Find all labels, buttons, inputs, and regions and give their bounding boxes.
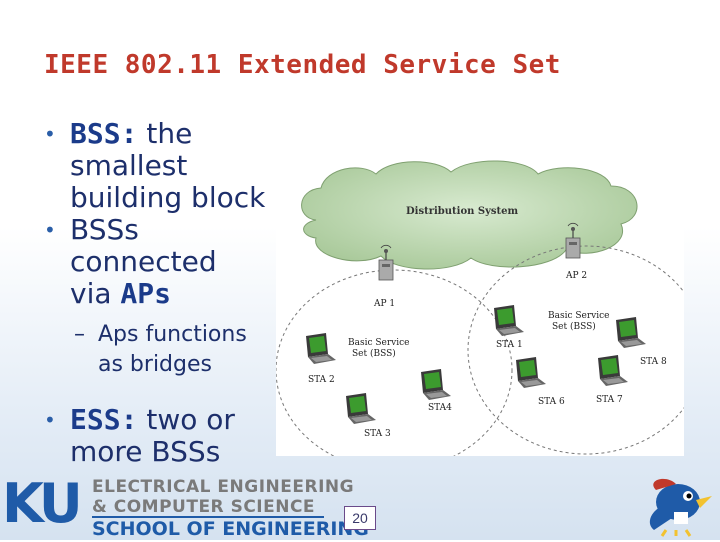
bullet-dot-icon: • bbox=[44, 408, 56, 432]
cloud-icon bbox=[301, 160, 638, 270]
station-label: STA 7 bbox=[596, 395, 623, 405]
bullet-text: the bbox=[137, 117, 193, 150]
slide-title: IEEE 802.11 Extended Service Set bbox=[44, 50, 561, 80]
laptop-icon bbox=[421, 369, 451, 400]
station-label: STA 3 bbox=[364, 429, 391, 439]
bullet-dot-icon: • bbox=[44, 218, 56, 242]
dept-line-2: & COMPUTER SCIENCE bbox=[92, 497, 316, 517]
sub-bullet-bridges: – Aps functions as bridges bbox=[44, 320, 294, 380]
bullet-text: two or bbox=[137, 403, 235, 436]
bss-left-label-2: Set (BSS) bbox=[352, 348, 396, 359]
station-label: STA 1 bbox=[496, 340, 523, 350]
bullet-text: BSSs connected bbox=[70, 213, 217, 278]
bullet-keyword: BSS: bbox=[70, 117, 138, 150]
bullet-keyword: ESS: bbox=[70, 403, 138, 436]
bullet-text: smallest bbox=[70, 149, 188, 182]
bullet-list: • BSS: the smallest building block • BSS… bbox=[44, 118, 294, 468]
dash-icon: – bbox=[74, 322, 85, 347]
station-label: STA4 bbox=[428, 403, 452, 413]
bullet-text: building block bbox=[70, 181, 266, 214]
bss-right-label-1: Basic Service bbox=[548, 311, 610, 321]
laptop-icon bbox=[306, 333, 336, 364]
laptop-icon bbox=[494, 305, 524, 336]
bullet-ess: • ESS: two or more BSSs bbox=[44, 404, 294, 468]
ap1-label: AP 1 bbox=[373, 299, 395, 309]
school-name: SCHOOL OF ENGINEERING bbox=[92, 518, 369, 540]
distribution-system-label: Distribution System bbox=[406, 206, 519, 217]
footer-rule bbox=[92, 516, 324, 518]
station-label: STA 6 bbox=[538, 397, 565, 407]
page-number: 20 bbox=[344, 506, 376, 530]
bss-right-boundary bbox=[467, 245, 684, 455]
bullet-dot-icon: • bbox=[44, 122, 56, 146]
laptop-icon bbox=[616, 317, 646, 348]
bullet-bsss-connected: • BSSs connected via APs bbox=[44, 214, 294, 310]
bullet-text: more BSSs bbox=[70, 435, 221, 468]
station-label: STA 8 bbox=[640, 357, 667, 367]
ku-logo: KU bbox=[2, 472, 83, 535]
bullet-keyword: APs bbox=[120, 277, 171, 310]
sub-bullet-text: as bridges bbox=[98, 352, 212, 377]
bss-left-boundary bbox=[276, 269, 513, 456]
ap2-label: AP 2 bbox=[565, 271, 587, 281]
bss-left-label-1: Basic Service bbox=[348, 338, 410, 348]
bss-right-label-2: Set (BSS) bbox=[552, 321, 596, 332]
station-label: STA 2 bbox=[308, 375, 335, 385]
ess-diagram: Distribution System AP 1 AP 2 Basic Serv… bbox=[276, 160, 684, 456]
ess-diagram-svg: Distribution System AP 1 AP 2 Basic Serv… bbox=[276, 160, 684, 456]
laptop-icon bbox=[346, 393, 376, 424]
laptop-icon bbox=[516, 357, 546, 388]
sub-bullet-text: Aps functions bbox=[98, 322, 247, 347]
laptop-icon bbox=[598, 355, 628, 386]
jayhawk-mascot-icon bbox=[636, 472, 716, 538]
dept-line-1: ELECTRICAL ENGINEERING bbox=[92, 477, 355, 497]
bullet-bss: • BSS: the smallest building block bbox=[44, 118, 294, 214]
bullet-text: via bbox=[70, 277, 121, 310]
